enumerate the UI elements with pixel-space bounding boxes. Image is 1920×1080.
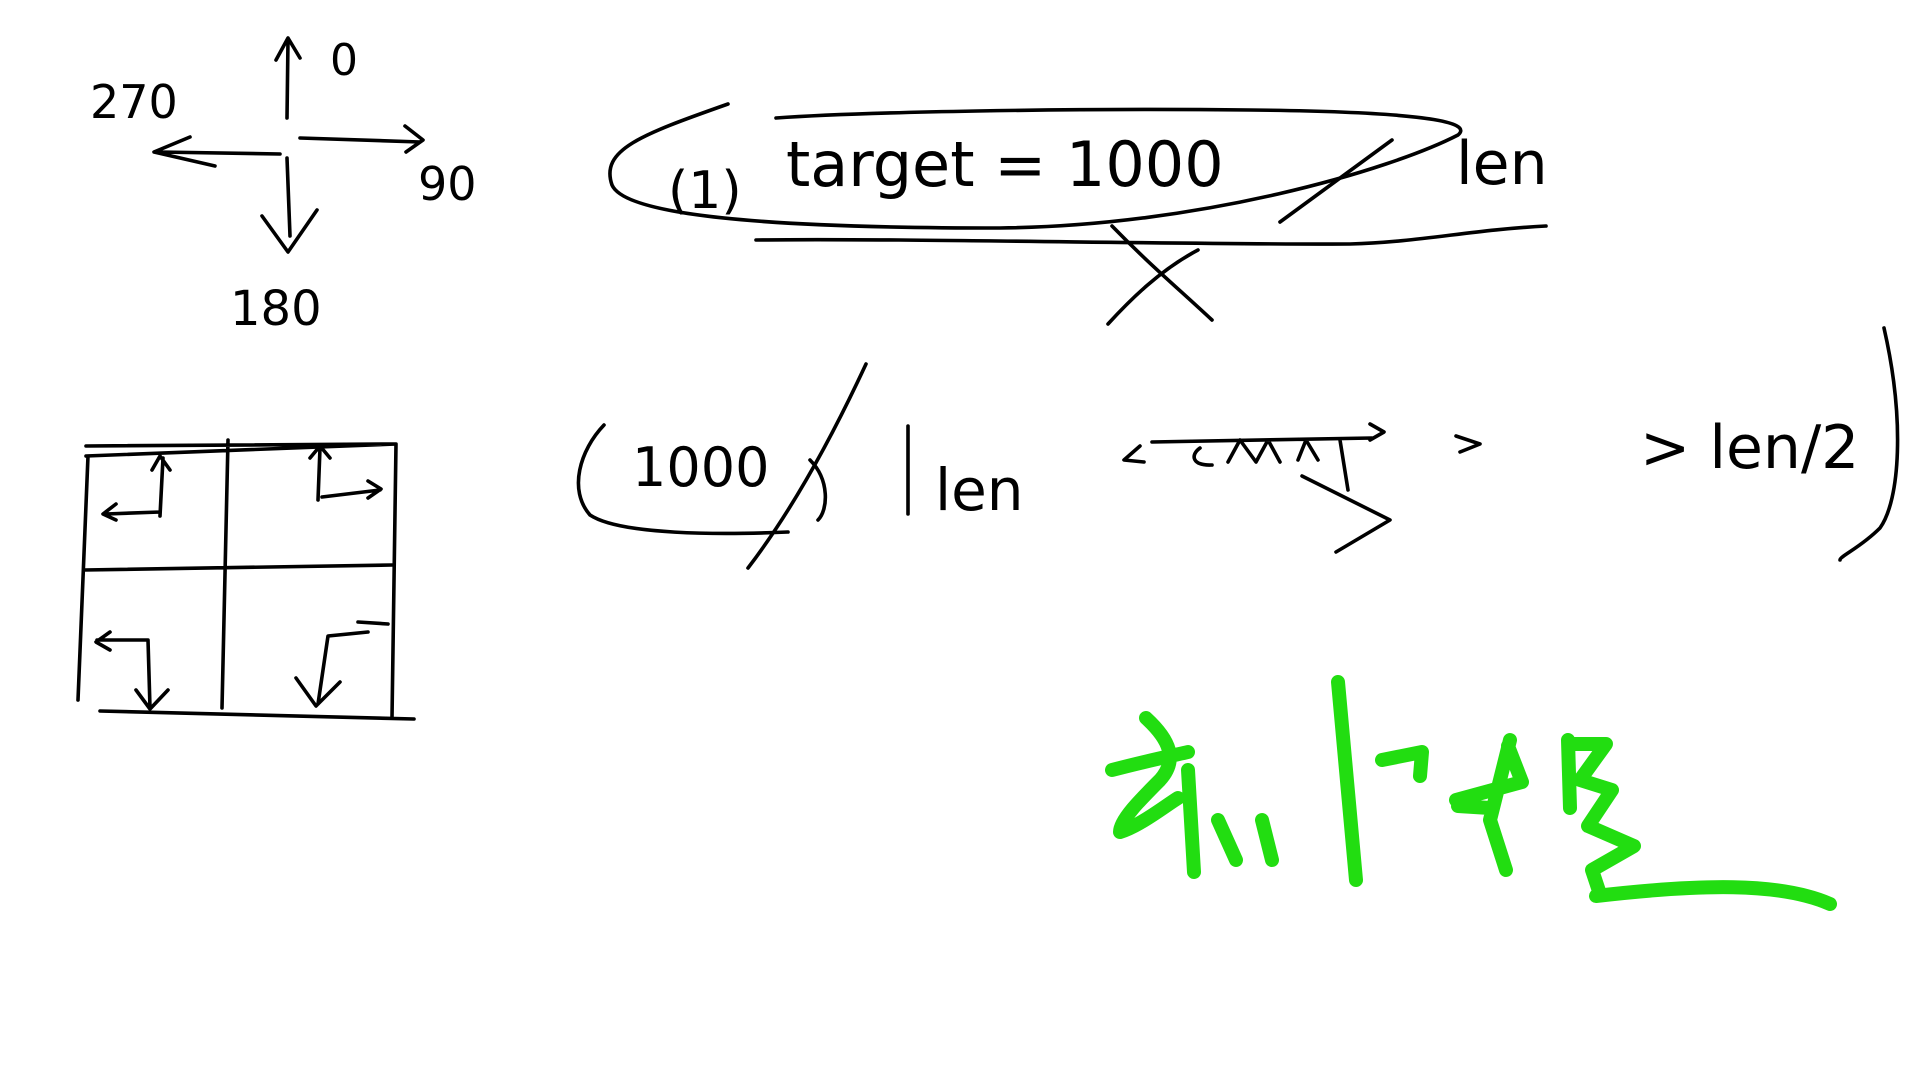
equation-index: (1) [668,161,742,221]
condition-paren [808,458,828,522]
condition-row: 1000 len > len/2 [576,326,1900,570]
grid-arrow-top-right [308,444,383,502]
condition-len: len [935,456,1024,524]
grid-arrow-bottom-left [94,630,170,711]
condition-slash [746,362,868,570]
compass-diagram: 0 90 180 270 [90,35,477,337]
grid-arrow-top-left [101,454,172,522]
green-handwriting [1105,675,1837,911]
compass-down-arrow [260,156,319,254]
condition-close-paren [1838,326,1900,562]
cross-mark [1106,224,1214,326]
underline-stroke [754,224,1548,246]
struck-out-term [1122,422,1386,492]
grid-lines [76,438,416,721]
green-stroke-4 [1561,733,1641,901]
encircle-stroke [608,102,1463,230]
greater-than-mark [1300,474,1392,554]
green-stroke-3 [1449,733,1529,877]
strike-slash [1278,138,1394,224]
compass-right-label: 90 [418,157,477,211]
condition-compare: > len/2 [1640,413,1859,483]
green-stroke-1 [1105,711,1279,879]
green-stroke-2 [1331,675,1429,887]
equation-len: len [1456,129,1548,199]
grid-arrow-bottom-right [294,620,390,708]
compass-left-label: 270 [90,75,178,129]
condition-encircle [576,423,790,536]
grid-diagram [76,438,416,721]
compass-down-label: 180 [230,281,322,337]
equation-row: (1) target = 1000 len [608,102,1548,326]
compass-up-label: 0 [330,35,358,86]
green-underline [1589,880,1837,911]
compass-right-arrow [298,124,425,154]
compass-left-arrow [152,135,282,168]
equation-target: target = 1000 [786,128,1224,201]
compass-up-arrow [274,36,302,120]
small-arrowhead [1454,434,1482,454]
condition-numerator: 1000 [632,436,769,499]
